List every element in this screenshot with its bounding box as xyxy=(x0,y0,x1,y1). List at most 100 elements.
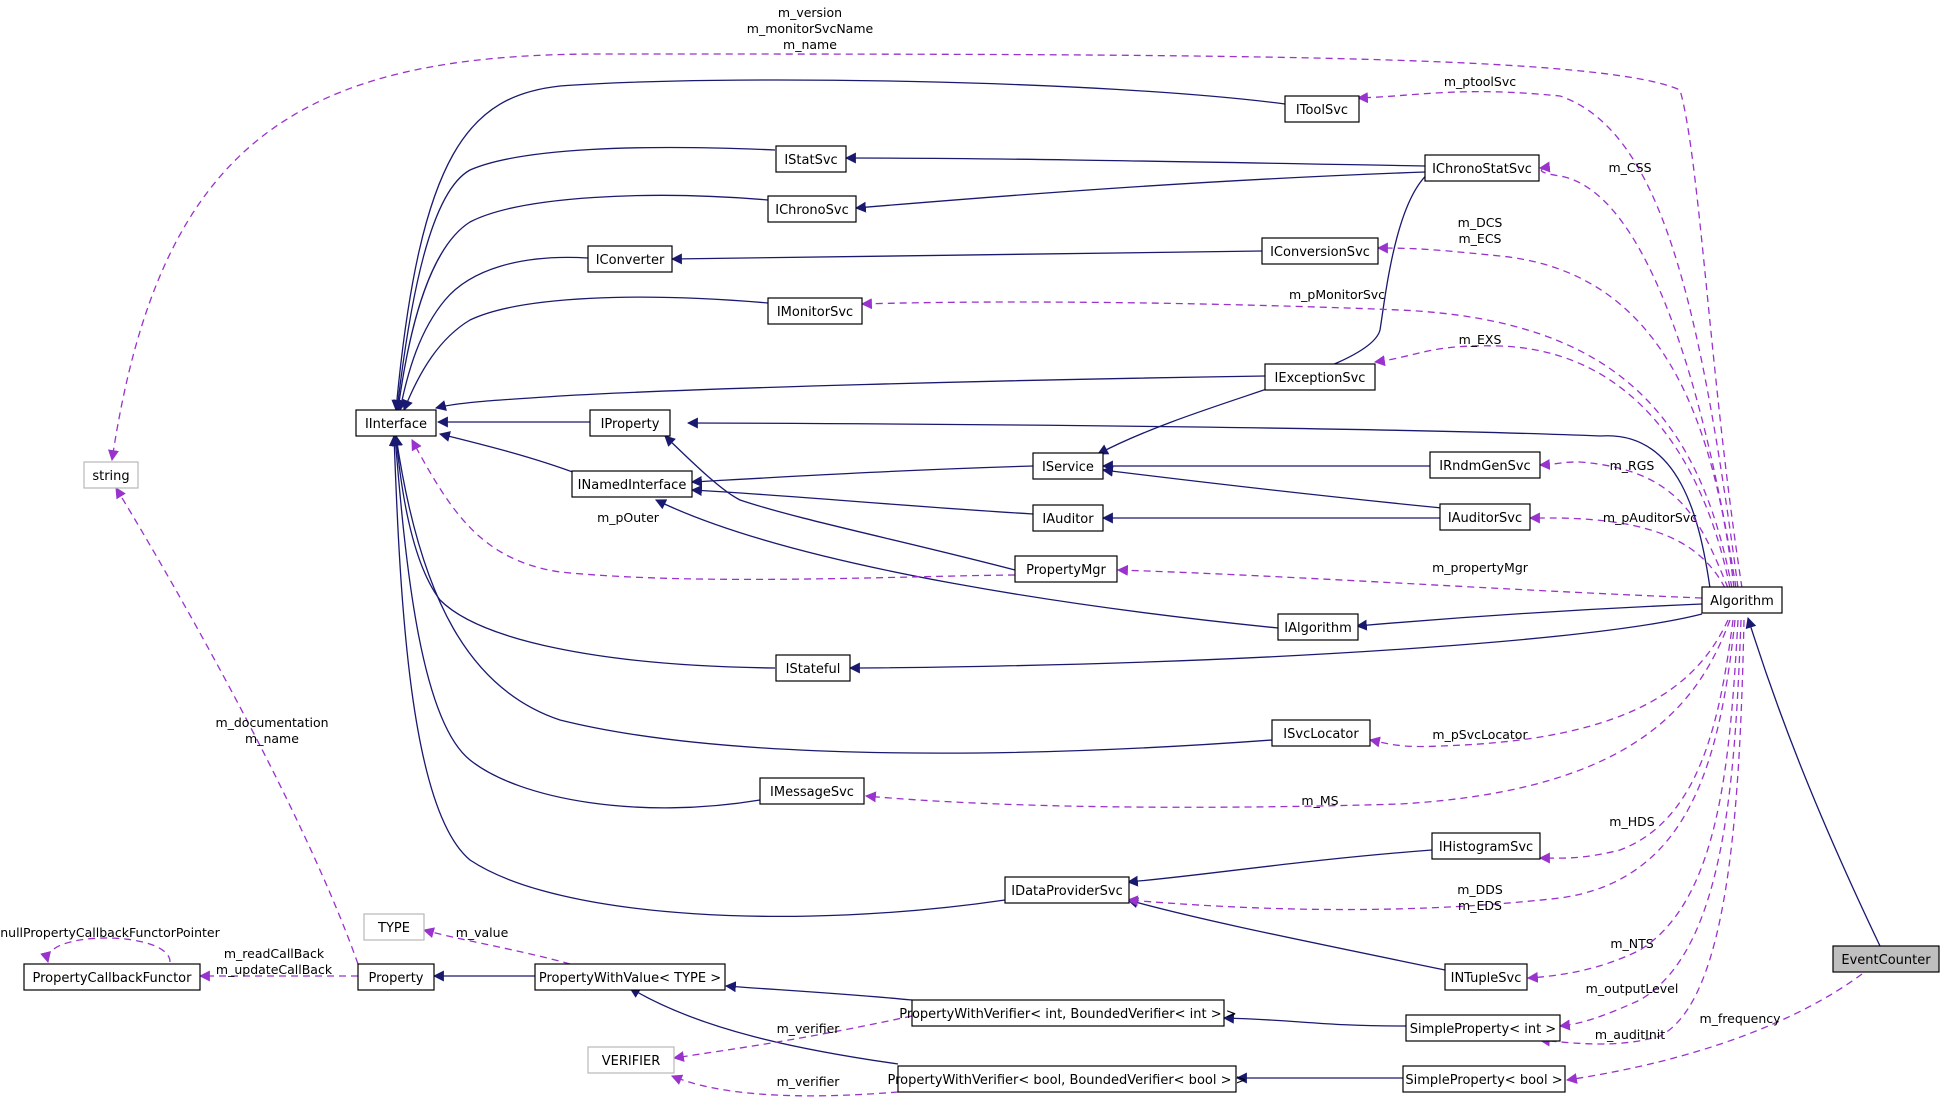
node-inamedinterface[interactable]: INamedInterface xyxy=(571,470,693,498)
node-ialgorithm[interactable]: IAlgorithm xyxy=(1277,613,1359,641)
inheritance-edges xyxy=(388,79,1881,1084)
edge-propertymgr-iinterface xyxy=(411,439,1016,581)
edge-label: m_frequency xyxy=(1699,1011,1781,1026)
edge-simpleproperty-int-pwv-int xyxy=(1222,1012,1407,1027)
edge-iauditor-inamedinterface xyxy=(690,485,1034,515)
edge-itoolsvc-iinterface xyxy=(391,79,1286,412)
node-iauditor[interactable]: IAuditor xyxy=(1032,504,1104,532)
node-label: VERIFIER xyxy=(602,1054,661,1069)
node-iauditorsvc[interactable]: IAuditorSvc xyxy=(1439,503,1531,531)
edge-algorithm-iproperty xyxy=(686,417,1711,589)
node-label: IInterface xyxy=(365,417,427,432)
node-property[interactable]: Property xyxy=(357,963,435,991)
edge-iservice-inamedinterface xyxy=(690,465,1034,487)
edge-algorithm-imessagesvc xyxy=(864,619,1731,808)
node-ihistogramsvc[interactable]: IHistogramSvc xyxy=(1431,832,1541,860)
node-istateful[interactable]: IStateful xyxy=(775,654,851,682)
edge-algorithm-ichronostatsvc xyxy=(1538,161,1737,589)
node-propertywithvalue[interactable]: PropertyWithValue< TYPE > xyxy=(534,963,726,991)
edge-label: m_pMonitorSvc xyxy=(1289,287,1385,302)
edge-label: m_verifier xyxy=(777,1021,841,1036)
node-istatsvc[interactable]: IStatSvc xyxy=(775,145,847,173)
node-label: IAuditorSvc xyxy=(1448,511,1522,526)
edge-label: m_monitorSvcName xyxy=(747,21,874,36)
edge-algorithm-isvclocator xyxy=(1368,619,1729,748)
edge-isvclocator-iinterface xyxy=(391,434,1273,754)
node-ichronostatsvc[interactable]: IChronoStatSvc xyxy=(1424,154,1540,182)
node-label: IConversionSvc xyxy=(1270,245,1370,260)
edge-algorithm-simpleproperty-int xyxy=(1558,619,1742,1031)
node-intuplesvc[interactable]: INTupleSvc xyxy=(1444,963,1528,991)
edge-label: m_MS xyxy=(1301,793,1338,808)
edge-label: m_pSvcLocator xyxy=(1432,727,1528,742)
node-iinterface[interactable]: IInterface xyxy=(355,409,437,437)
edge-propertymgr-iproperty xyxy=(664,435,1016,571)
edge-intuplesvc-idataprovidersvc xyxy=(1126,897,1446,971)
node-algorithm[interactable]: Algorithm xyxy=(1701,586,1783,614)
node-label: PropertyMgr xyxy=(1026,563,1106,578)
node-label: ISvcLocator xyxy=(1283,727,1359,742)
edge-label: m_CSS xyxy=(1608,160,1651,175)
node-pwv-int[interactable]: PropertyWithVerifier< int, BoundedVerifi… xyxy=(899,999,1237,1027)
edge-label: m_pOuter xyxy=(597,510,660,525)
node-imessagesvc[interactable]: IMessageSvc xyxy=(759,777,865,805)
edge-ichronosvc-iinterface xyxy=(393,194,769,412)
node-label: IAlgorithm xyxy=(1284,621,1352,636)
edge-label: m_HDS xyxy=(1609,814,1654,829)
node-propertycallbackfunctor[interactable]: PropertyCallbackFunctor xyxy=(23,963,201,991)
node-itoolsvc[interactable]: IToolSvc xyxy=(1284,95,1360,123)
edge-label: m_value xyxy=(456,925,509,940)
node-label: string xyxy=(92,469,129,484)
node-idataprovidersvc[interactable]: IDataProviderSvc xyxy=(1004,876,1130,904)
node-label: INamedInterface xyxy=(578,478,687,493)
node-irndmgensvc[interactable]: IRndmGenSvc xyxy=(1429,451,1541,479)
node-simpleproperty-int[interactable]: SimpleProperty< int > xyxy=(1405,1014,1561,1042)
edge-label: m_readCallBack xyxy=(224,946,325,961)
node-iexceptionsvc[interactable]: IExceptionSvc xyxy=(1264,363,1376,391)
edge-pwv-int-verifier xyxy=(672,1015,913,1062)
node-verifier[interactable]: VERIFIER xyxy=(587,1046,675,1074)
node-label: Property xyxy=(368,971,423,986)
node-eventcounter[interactable]: EventCounter xyxy=(1832,945,1940,973)
node-propertymgr[interactable]: PropertyMgr xyxy=(1014,555,1118,583)
node-label: INTupleSvc xyxy=(1451,971,1522,986)
node-label: IService xyxy=(1042,460,1094,475)
node-iconverter[interactable]: IConverter xyxy=(587,245,673,273)
node-imonitorsvc[interactable]: IMonitorSvc xyxy=(767,297,863,325)
edge-iauditorsvc-iservice xyxy=(1101,465,1443,509)
node-ichronosvc[interactable]: IChronoSvc xyxy=(767,195,857,223)
edge-algorithm-propertymgr xyxy=(1116,564,1703,599)
edge-label: m_DDS xyxy=(1457,882,1503,897)
edge-ichronostatsvc-ichronosvc xyxy=(854,171,1426,213)
node-label: IAuditor xyxy=(1042,512,1094,527)
edge-label: m_NTS xyxy=(1610,936,1653,951)
node-label: PropertyWithVerifier< int, BoundedVerifi… xyxy=(899,1007,1236,1022)
edge-imonitorsvc-iinterface xyxy=(402,296,769,412)
node-label: IMessageSvc xyxy=(770,785,854,800)
node-string[interactable]: string xyxy=(83,461,139,489)
edge-iconversionsvc-iconverter xyxy=(670,250,1263,265)
edge-labels: m_version m_monitorSvcName m_name m_ptoo… xyxy=(0,5,1781,1089)
node-label: IToolSvc xyxy=(1296,103,1348,118)
edge-label: m_propertyMgr xyxy=(1432,560,1529,575)
edge-label: m_verifier xyxy=(777,1074,841,1089)
edge-algorithm-ialgorithm xyxy=(1355,603,1703,631)
node-isvclocator[interactable]: ISvcLocator xyxy=(1271,719,1371,747)
node-iservice[interactable]: IService xyxy=(1032,452,1104,480)
node-pwv-bool[interactable]: PropertyWithVerifier< bool, BoundedVerif… xyxy=(887,1065,1247,1093)
edge-pwv-bool-propertywithvalue xyxy=(629,987,899,1065)
node-type[interactable]: TYPE xyxy=(363,913,425,941)
node-simpleproperty-bool[interactable]: SimpleProperty< bool > xyxy=(1402,1065,1566,1093)
node-label: PropertyWithValue< TYPE > xyxy=(539,971,721,986)
node-label: IConverter xyxy=(596,253,665,268)
edge-ichronostatsvc-iservice xyxy=(1097,171,1431,455)
edge-pwv-int-propertywithvalue xyxy=(724,981,913,1001)
edge-algorithm-simpleproperty-int-2 xyxy=(1538,619,1745,1047)
node-label: IDataProviderSvc xyxy=(1011,884,1123,899)
node-label: IRndmGenSvc xyxy=(1439,459,1530,474)
edge-label: m_updateCallBack xyxy=(216,962,333,977)
node-iproperty[interactable]: IProperty xyxy=(589,409,671,437)
node-label: PropertyWithVerifier< bool, BoundedVerif… xyxy=(887,1073,1246,1088)
node-iconversionsvc[interactable]: IConversionSvc xyxy=(1261,237,1379,265)
